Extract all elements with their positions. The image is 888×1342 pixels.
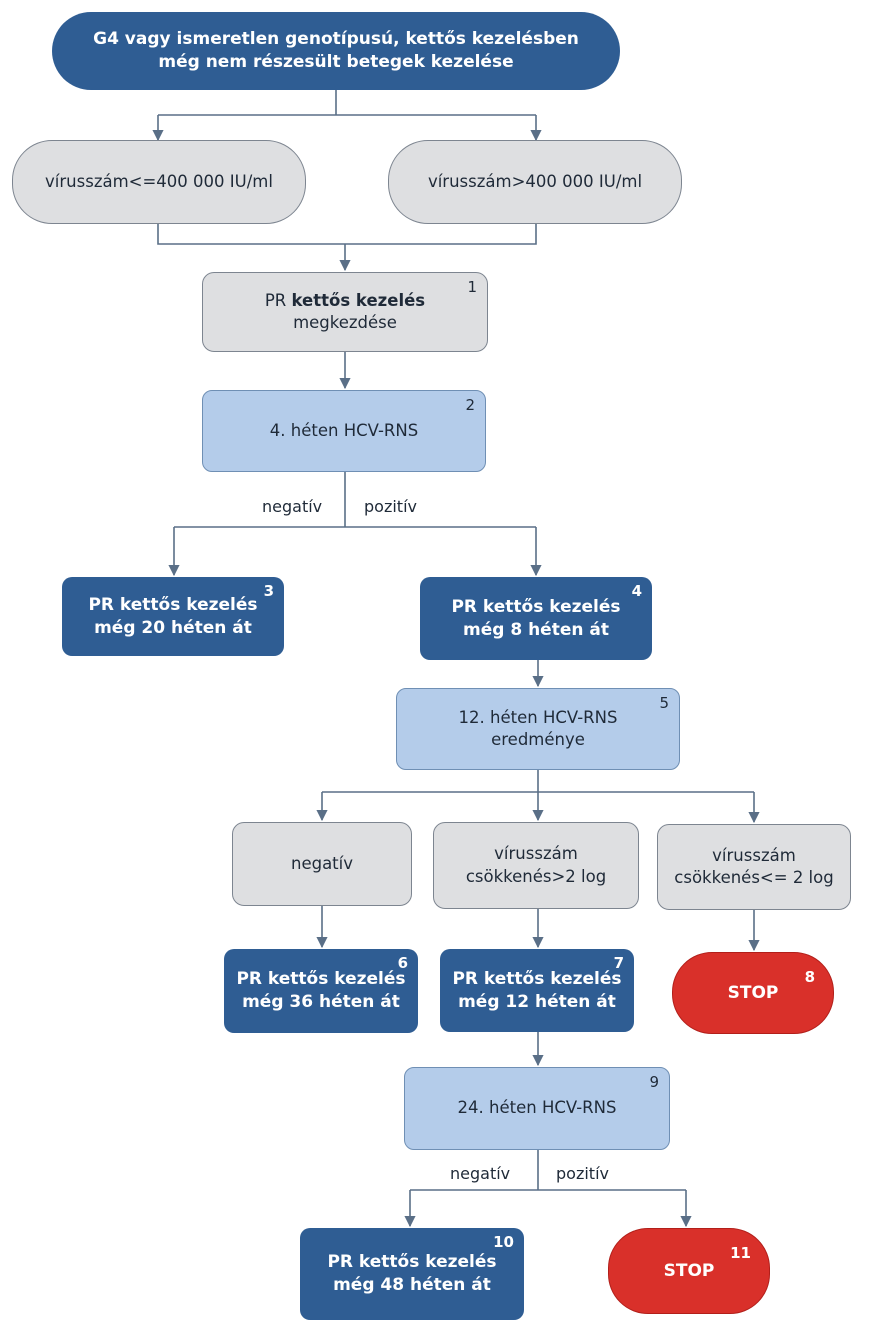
step-1-number: 1 <box>467 278 477 296</box>
step-1-box: 1 PR kettős kezelés megkezdése <box>202 272 488 352</box>
step-9-box: 9 24. héten HCV-RNS <box>404 1067 670 1150</box>
wk4-negative-label: negatív <box>262 497 323 516</box>
step-2-text: 4. héten HCV-RNS <box>269 420 419 440</box>
step-5-line1: 12. héten HCV-RNS <box>458 707 618 727</box>
title-line1: G4 vagy ismeretlen genotípusú, kettős ke… <box>93 29 579 50</box>
step-4-number: 4 <box>631 582 642 600</box>
step-1-line1: PR kettős kezelés <box>265 290 425 312</box>
step-11-number: 11 <box>730 1244 751 1262</box>
step-6-line1: PR kettős kezelés <box>236 969 406 990</box>
step-4-line1: PR kettős kezelés <box>451 596 621 617</box>
viral-load-low-box: vírusszám<=400 000 IU/ml <box>12 140 306 224</box>
connector-merge <box>157 224 537 270</box>
wk4-positive-label: pozitív <box>364 497 417 516</box>
outcome-negative-box: negatív <box>232 822 412 906</box>
step-8-stop-box: 8 STOP <box>672 952 834 1034</box>
step-5-line2: eredménye <box>491 730 585 749</box>
step-3-number: 3 <box>263 582 274 600</box>
title-line2: még nem részesült betegek kezelése <box>158 52 514 72</box>
step-11-text: STOP <box>663 1260 715 1281</box>
connector-9-split <box>410 1150 686 1191</box>
title-box: G4 vagy ismeretlen genotípusú, kettős ke… <box>52 12 620 90</box>
connector-5-split <box>322 770 754 793</box>
step-6-box: 6 PR kettős kezelés még 36 héten át <box>224 949 418 1033</box>
step-7-number: 7 <box>613 954 624 972</box>
step-7-box: 7 PR kettős kezelés még 12 héten át <box>440 949 634 1032</box>
step-5-number: 5 <box>659 694 669 712</box>
step-10-line1: PR kettős kezelés <box>327 1252 497 1273</box>
step-4-box: 4 PR kettős kezelés még 8 héten át <box>420 577 652 660</box>
step-4-line2: még 8 héten át <box>463 619 609 640</box>
step-1-bold: kettős kezelés <box>291 290 426 310</box>
step-11-stop-box: 11 STOP <box>608 1228 770 1314</box>
step-9-number: 9 <box>649 1073 659 1091</box>
step-9-text: 24. héten HCV-RNS <box>457 1098 617 1118</box>
step-5-box: 5 12. héten HCV-RNS eredménye <box>396 688 680 770</box>
outcome-decrease-gt-line2: csökkenés>2 log <box>465 866 607 886</box>
step-8-text: STOP <box>727 982 779 1003</box>
step-6-number: 6 <box>397 954 408 972</box>
step-2-number: 2 <box>465 396 475 414</box>
step-3-line1: PR kettős kezelés <box>88 594 258 615</box>
step-10-number: 10 <box>493 1233 514 1251</box>
wk24-negative-label: negatív <box>450 1164 511 1183</box>
viral-load-high-text: vírusszám>400 000 IU/ml <box>427 171 643 191</box>
viral-load-high-box: vírusszám>400 000 IU/ml <box>388 140 682 224</box>
step-8-number: 8 <box>804 968 815 986</box>
step-1-prefix: PR <box>264 290 292 310</box>
step-7-line2: még 12 héten át <box>458 991 616 1012</box>
step-6-line2: még 36 héten át <box>242 992 400 1012</box>
wk24-positive-label: pozitív <box>556 1164 609 1183</box>
step-3-box: 3 PR kettős kezelés még 20 héten át <box>62 577 284 656</box>
outcome-decrease-le-box: vírusszám csökkenés<= 2 log <box>657 824 851 910</box>
step-10-box: 10 PR kettős kezelés még 48 héten át <box>300 1228 524 1320</box>
outcome-decrease-gt-line1: vírusszám <box>494 844 578 864</box>
outcome-decrease-le-line2: csökkenés<= 2 log <box>674 868 834 887</box>
step-1-line2: megkezdése <box>293 313 397 332</box>
step-2-box: 2 4. héten HCV-RNS <box>202 390 486 472</box>
step-7-line1: PR kettős kezelés <box>452 968 622 989</box>
viral-load-low-text: vírusszám<=400 000 IU/ml <box>45 171 273 191</box>
step-3-line2: még 20 héten át <box>94 617 252 638</box>
connector-2-split <box>174 472 536 528</box>
outcome-decrease-le-line1: vírusszám <box>712 845 796 865</box>
connector-title-split <box>158 90 536 116</box>
outcome-negative-text: negatív <box>290 853 353 873</box>
step-10-line2: még 48 héten át <box>333 1275 491 1295</box>
outcome-decrease-gt-box: vírusszám csökkenés>2 log <box>433 822 639 909</box>
